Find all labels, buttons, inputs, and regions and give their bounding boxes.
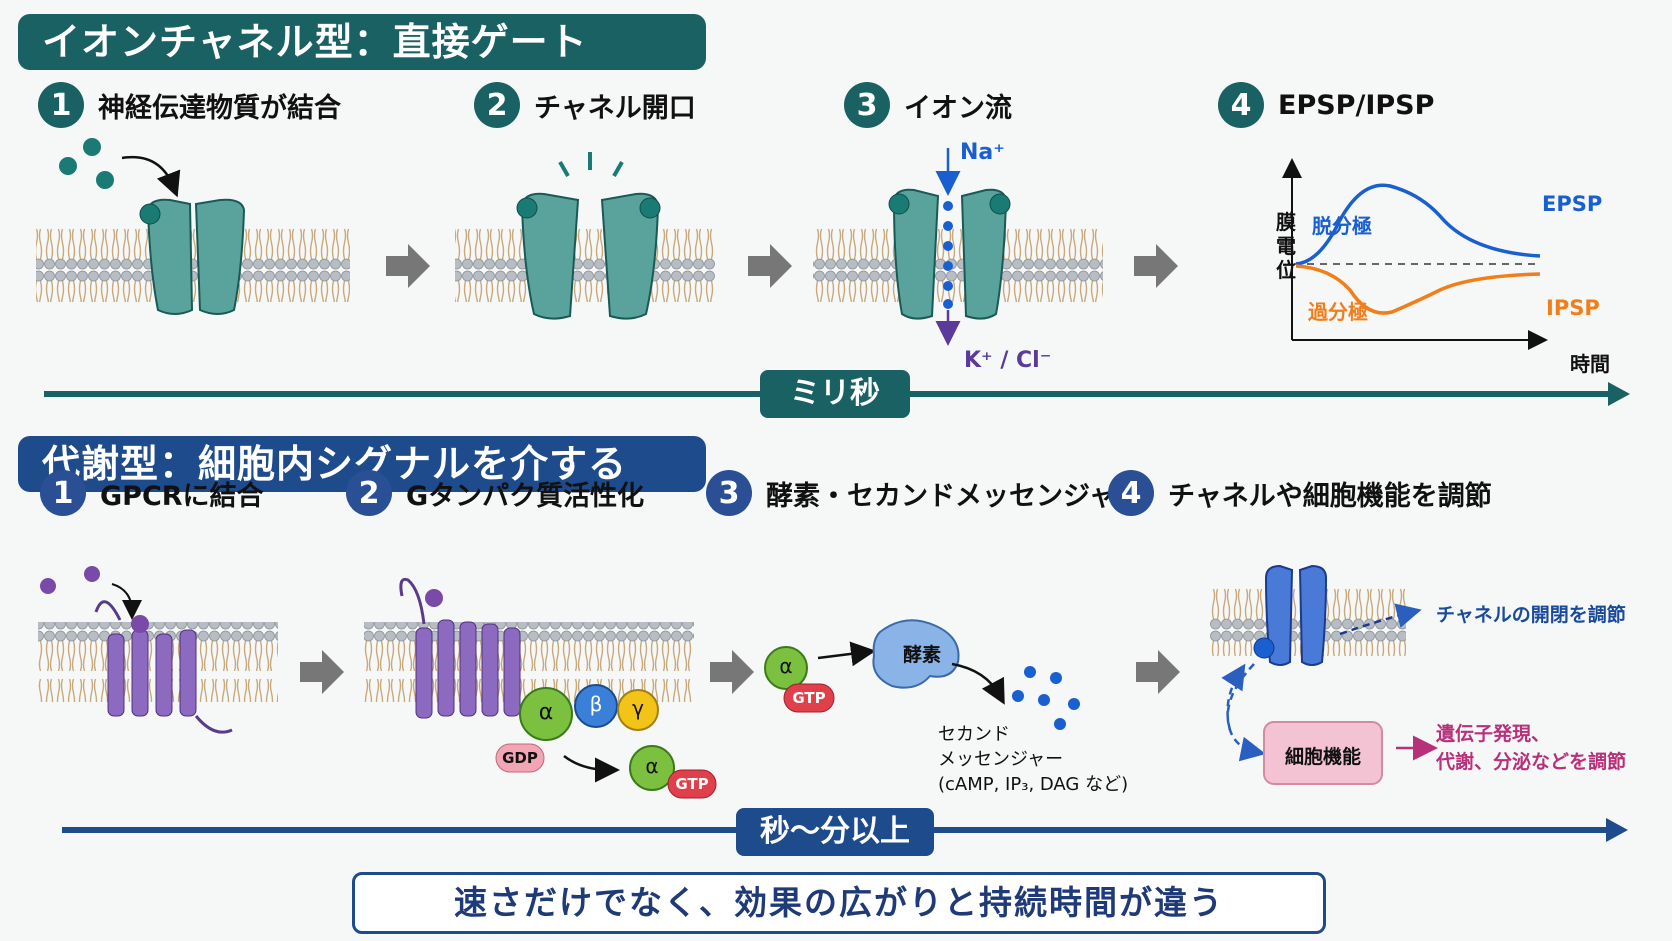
step-label: チャネル開口 (534, 92, 696, 124)
footer-summary: 速さだけでなく、効果の広がりと持続時間が違う (352, 872, 1326, 934)
ion-channel-closed (139, 198, 246, 315)
ion-step-2: 2 チャネル開口 (474, 82, 696, 128)
ge-line-2: 代謝、分泌などを調節 (1436, 751, 1627, 773)
epsp-ipsp-graph (1282, 158, 1548, 350)
step-arrows-ion (386, 244, 1178, 288)
meta-step-3: 3 酵素・セカンドメッセンジャー (706, 470, 1143, 516)
alpha-label-3: α (779, 654, 793, 678)
membrane-2 (455, 222, 715, 302)
gdp-label: GDP (502, 749, 538, 767)
meta-step-1: 1 GPCRに結合 (40, 470, 264, 516)
epsp-label: EPSP (1542, 192, 1603, 216)
step-number: 2 (474, 82, 520, 128)
sm-line-2: メッセンジャー (938, 749, 1064, 770)
step-number: 2 (346, 470, 392, 516)
second-messenger-dots (1012, 666, 1080, 730)
alpha-label: α (538, 700, 554, 725)
step-number: 4 (1218, 82, 1264, 128)
ion-channel-flow (888, 148, 1011, 346)
meta-step-2: 2 Gタンパク質活性化 (346, 470, 644, 516)
ion-channel-open (516, 152, 661, 320)
membrane-3 (813, 222, 1103, 302)
beta-label: β (589, 692, 603, 716)
step-label: GPCRに結合 (100, 480, 264, 512)
step-arrows-meta (300, 650, 1180, 694)
channel-regulation-label: チャネルの開閉を調節 (1436, 604, 1626, 626)
epsp-curve (1295, 183, 1541, 266)
ion-step-3: 3 イオン流 (844, 82, 1012, 128)
hyperpolarization-label: 過分極 (1308, 300, 1368, 324)
membrane-1 (36, 222, 350, 302)
binding-arrow (121, 155, 181, 198)
membrane-m2 (364, 622, 694, 702)
step-label: 神経伝達物質が結合 (98, 92, 341, 124)
na-label: Na⁺ (960, 140, 1005, 165)
gtp-label-2: GTP (675, 775, 709, 793)
step-label: Gタンパク質活性化 (406, 480, 645, 512)
step-number: 1 (38, 82, 84, 128)
k-cl-label: K⁺ / Cl⁻ (964, 348, 1052, 373)
enzyme-label: 酵素 (902, 644, 941, 666)
ion-step-1: 1 神経伝達物質が結合 (38, 82, 341, 128)
depolarization-label: 脱分極 (1312, 214, 1372, 238)
gtp-label-3: GTP (792, 689, 826, 707)
ion-step-4: 4 EPSP/IPSP (1218, 82, 1434, 128)
step-number: 3 (844, 82, 890, 128)
gene-expression-text: 遺伝子発現、 代謝、分泌などを調節 (1436, 720, 1626, 776)
sm-line-1: セカンド (938, 724, 1010, 745)
ion-section-title: イオンチャネル型：直接ゲート (18, 14, 706, 70)
sm-line-3: (cAMP, IP₃, DAG など) (938, 774, 1129, 795)
step-number: 4 (1108, 470, 1154, 516)
gpcr-1 (40, 566, 233, 734)
neurotransmitter-dots (59, 138, 114, 189)
enzyme-shape (872, 619, 960, 689)
step-label: 酵素・セカンドメッセンジャー (766, 480, 1143, 512)
regulated-channel (1221, 564, 1438, 785)
graph-y-label: 膜 電 位 (1276, 210, 1296, 282)
step-label: チャネルや細胞機能を調節 (1168, 480, 1492, 512)
ipsp-label: IPSP (1546, 296, 1600, 320)
step-label: EPSP/IPSP (1278, 89, 1435, 121)
ge-line-1: 遺伝子発現、 (1436, 723, 1551, 745)
graph-x-label: 時間 (1570, 352, 1610, 376)
enzyme-cascade (764, 619, 1080, 730)
step-label: イオン流 (904, 92, 1012, 124)
ion-timescale: ミリ秒 (790, 376, 880, 411)
gpcr-2 (399, 577, 717, 799)
ipsp-curve (1295, 264, 1541, 315)
meta-timescale: 秒〜分以上 (760, 814, 910, 849)
second-messenger-text: セカンド メッセンジャー (cAMP, IP₃, DAG など) (938, 722, 1128, 797)
step-number: 3 (706, 470, 752, 516)
alpha-label-2: α (645, 754, 659, 778)
step-number: 1 (40, 470, 86, 516)
cell-function-label: 細胞機能 (1284, 746, 1361, 768)
meta-step-4: 4 チャネルや細胞機能を調節 (1108, 470, 1492, 516)
gamma-label: γ (632, 696, 644, 720)
